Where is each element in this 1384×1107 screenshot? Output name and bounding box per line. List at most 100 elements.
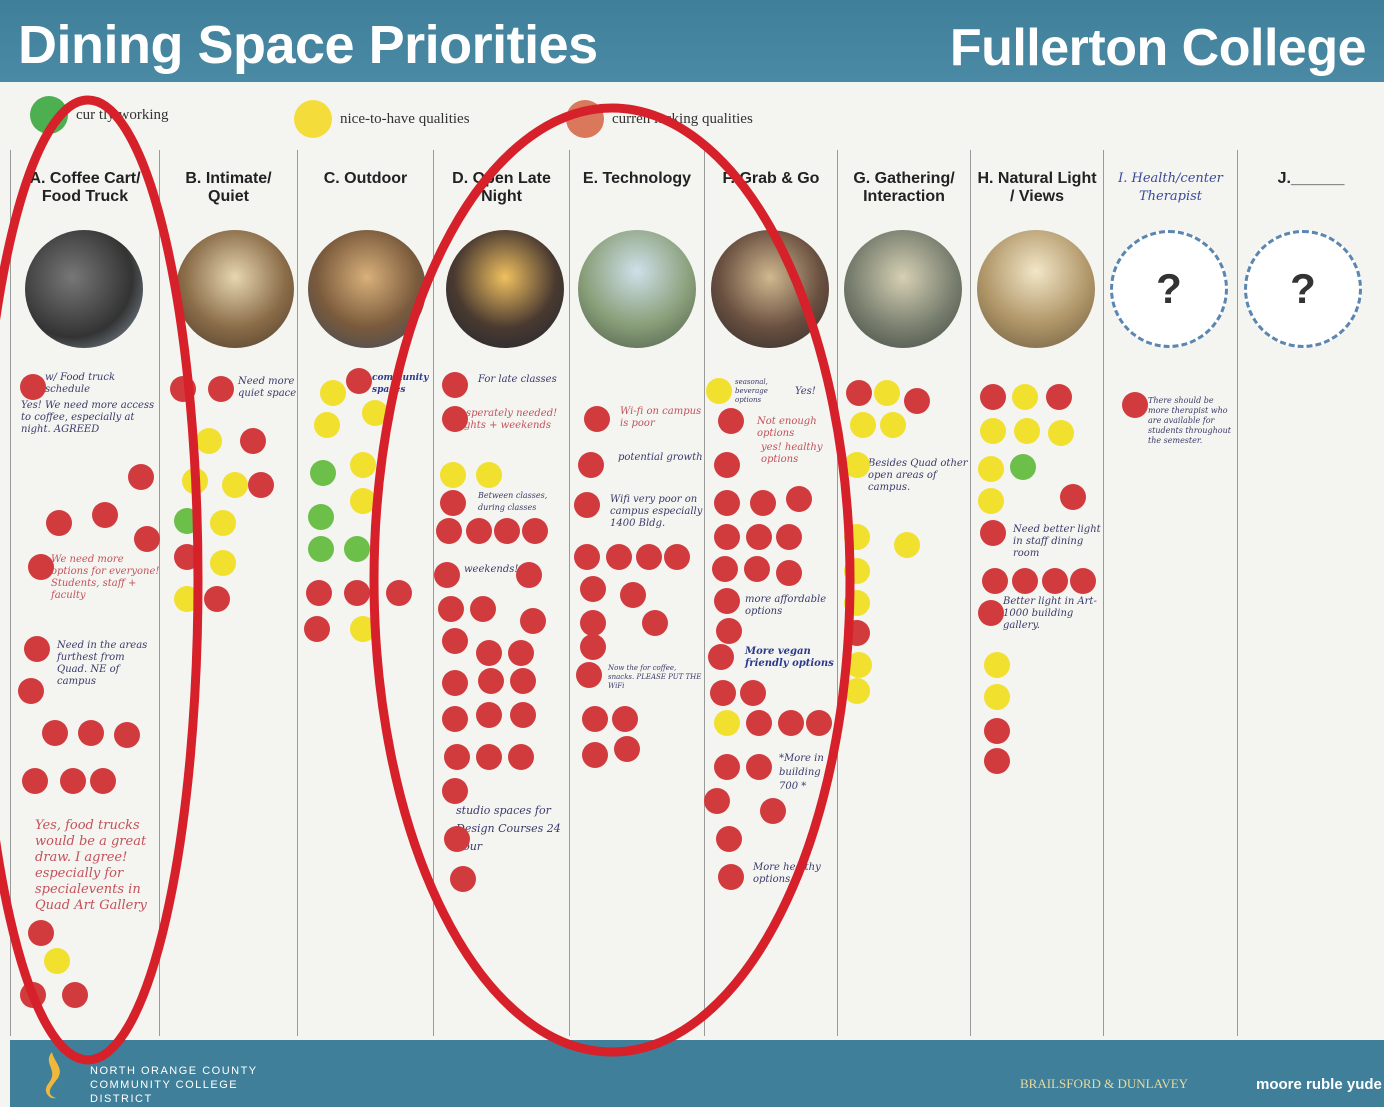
red-dot	[714, 490, 740, 516]
legend: cur tly working nice-to-have qualities c…	[0, 96, 1384, 142]
note: Need more quiet space	[238, 376, 297, 399]
red-dot	[716, 618, 742, 644]
red-dot	[520, 608, 546, 634]
red-dot	[20, 982, 46, 1008]
red-dot	[510, 668, 536, 694]
red-dot	[710, 680, 736, 706]
natural-light-photo	[977, 230, 1095, 348]
red-dot	[134, 526, 160, 552]
note: Not enough options	[757, 416, 817, 439]
yellow-dot	[182, 468, 208, 494]
yellow-dot	[844, 590, 870, 616]
red-dot	[20, 374, 46, 400]
red-dot-icon	[566, 100, 604, 138]
red-dot	[746, 754, 772, 780]
outdoor-patio-photo	[308, 230, 426, 348]
red-dot	[476, 702, 502, 728]
red-dot	[170, 376, 196, 402]
red-dot	[580, 634, 606, 660]
red-dot	[718, 408, 744, 434]
red-dot	[708, 644, 734, 670]
green-dot-icon	[30, 96, 68, 134]
note: yes! healthy options	[761, 442, 823, 465]
column-title: C. Outdoor	[323, 170, 408, 187]
red-dot	[306, 580, 332, 606]
flame-logo-icon	[45, 1052, 60, 1099]
red-dot	[18, 678, 44, 704]
red-dot	[576, 662, 602, 688]
red-dot	[510, 702, 536, 728]
red-dot	[740, 680, 766, 706]
poster-title: Dining Space Priorities	[18, 15, 598, 75]
note: Between classes, during classes	[478, 491, 548, 512]
red-dot	[704, 788, 730, 814]
grab-and-go-photo	[711, 230, 829, 348]
green-dot	[1010, 454, 1036, 480]
red-dot	[508, 640, 534, 666]
question-mark-icon: ?	[1110, 230, 1228, 348]
red-dot	[750, 490, 776, 516]
red-dot	[476, 640, 502, 666]
red-dot	[208, 376, 234, 402]
green-dot	[310, 460, 336, 486]
red-dot	[786, 486, 812, 512]
column-title: A. Coffee Cart/ Food Truck	[29, 170, 141, 205]
note: More healthy options	[753, 862, 821, 885]
note: Need better light in staff dining room	[1013, 524, 1101, 559]
red-dot	[114, 722, 140, 748]
red-dot	[476, 744, 502, 770]
yellow-dot	[210, 550, 236, 576]
red-dot	[24, 636, 50, 662]
yellow-dot	[844, 524, 870, 550]
yellow-dot	[978, 456, 1004, 482]
legend-label-nice: nice-to-have qualities	[340, 110, 470, 127]
red-dot	[466, 518, 492, 544]
red-dot	[1042, 568, 1068, 594]
red-dot	[746, 524, 772, 550]
red-dot	[580, 610, 606, 636]
red-dot	[606, 544, 632, 570]
column-title: I. Health/center Therapist	[1118, 171, 1223, 204]
red-dot	[440, 490, 466, 516]
red-dot	[444, 744, 470, 770]
quiet-lounge-photo	[176, 230, 294, 348]
yellow-dot	[210, 510, 236, 536]
red-dot	[664, 544, 690, 570]
gathering-space-photo	[844, 230, 962, 348]
red-dot	[1046, 384, 1072, 410]
red-dot	[1060, 484, 1086, 510]
note: More vegan friendly options	[745, 646, 834, 669]
column-gathering: G. Gathering/ Interaction Besides Quad o…	[837, 150, 970, 1036]
red-dot	[434, 562, 460, 588]
yellow-dot-icon	[294, 100, 332, 138]
red-dot	[844, 620, 870, 646]
red-dot	[714, 452, 740, 478]
legend-label-lacking: curren lacking qualities	[612, 110, 753, 127]
red-dot	[62, 982, 88, 1008]
red-dot	[470, 596, 496, 622]
partner-logo: BRAILSFORD & DUNLAVEY	[1020, 1076, 1189, 1091]
red-dot	[204, 586, 230, 612]
red-dot	[442, 670, 468, 696]
yellow-dot	[44, 948, 70, 974]
note: potential growth	[618, 452, 703, 463]
red-dot	[516, 562, 542, 588]
red-dot	[582, 742, 608, 768]
coffee-truck-photo	[25, 230, 143, 348]
red-dot	[620, 582, 646, 608]
note: studio spaces for Design Courses 24 hour	[456, 804, 561, 853]
school-name: Fullerton College	[949, 19, 1367, 77]
yellow-dot	[350, 488, 376, 514]
red-dot	[806, 710, 832, 736]
note: Yes!	[795, 386, 816, 397]
green-dot	[344, 536, 370, 562]
red-dot	[612, 706, 638, 732]
red-dot	[46, 510, 72, 536]
column-coffee-cart: A. Coffee Cart/ Food Truck w/ Food truck…	[10, 150, 159, 1036]
red-dot	[574, 492, 600, 518]
red-dot	[980, 384, 1006, 410]
red-dot	[22, 768, 48, 794]
column-title: B. Intimate/ Quiet	[185, 170, 272, 205]
yellow-dot	[174, 586, 200, 612]
